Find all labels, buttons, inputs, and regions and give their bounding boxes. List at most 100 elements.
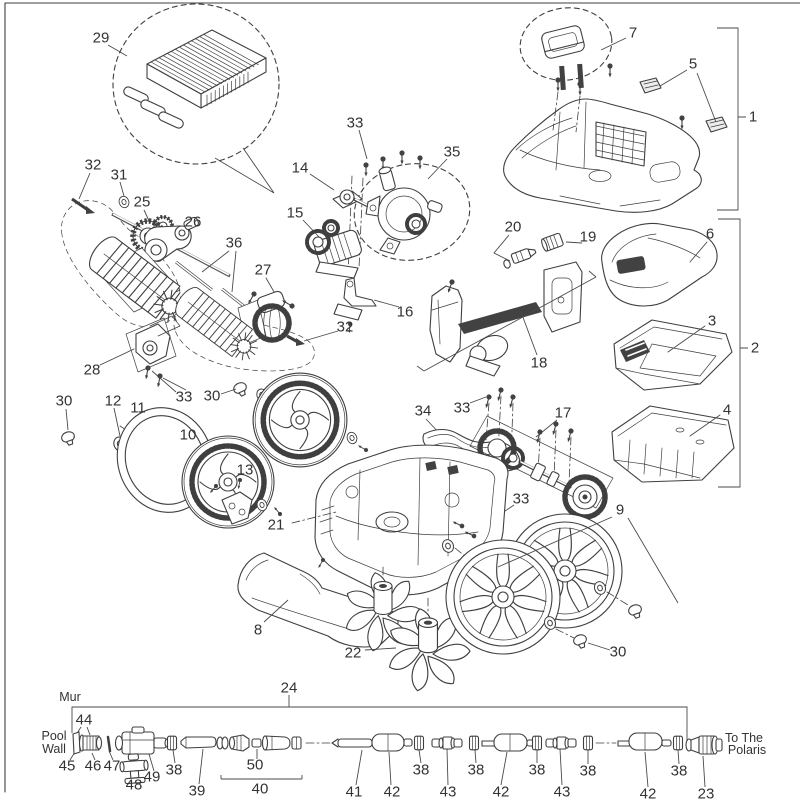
part-label-4: 4 [723,402,731,419]
part-label-29: 29 [93,30,110,47]
connector-19 [541,232,564,252]
wall-plate-45 [72,731,81,755]
part-label-25: 25 [134,194,151,211]
bearing-mount-14 [332,189,363,209]
part-label-2: 2 [751,340,759,357]
bracket-40 [220,775,303,780]
part-label-33-d: 33 [513,491,530,508]
valve-48 [119,753,149,785]
part-label-32-a: 32 [85,157,102,174]
bracket-2 [718,218,748,488]
swivel-43-a [431,736,463,750]
part-label-34: 34 [415,403,432,420]
part-label-30-b: 30 [204,388,221,405]
heat-sink-bubble-29 [107,3,280,194]
insert-50 [251,738,262,748]
part-label-13: 13 [237,462,254,479]
part-label-42-b: 42 [493,784,510,800]
part-label-15: 15 [287,205,304,222]
float-42-b [481,733,535,752]
part-label-38-b: 38 [413,762,430,779]
bracket-1 [717,27,746,211]
tension-arm-26 [144,216,200,263]
dashed-group-32-left [61,200,181,328]
part-label-12: 12 [105,393,122,410]
part-label-6: 6 [706,226,714,243]
part-label-42-a: 42 [384,784,401,800]
part-label-16: 16 [397,304,414,321]
part-label-33-c: 33 [454,400,471,417]
washer-31 [117,194,131,210]
part-label-7: 7 [629,25,637,42]
part-label-38-d: 38 [529,762,546,779]
motor-15 [305,219,362,279]
part-label-39: 39 [189,783,206,800]
group-9-lines [497,516,679,604]
part-label-5: 5 [689,56,697,73]
part-label-38-f: 38 [671,763,688,780]
pin-47 [106,735,112,753]
left-wheel-group [59,373,370,528]
pump-assembly-35 [365,166,443,255]
gear-train-group [61,172,339,403]
part-labels: 1234567891011121314151617181920212223242… [41,25,766,800]
top-cover-6 [601,222,718,307]
swivel-43-b [545,736,577,750]
frame-18 [429,261,583,377]
rear-wheel-9-a [445,539,561,655]
part-label-8: 8 [254,622,262,639]
body-shell-group [503,7,746,213]
part-label-19: 19 [580,229,597,246]
pin-32 [71,197,89,212]
part-label-38-a: 38 [166,762,183,779]
handle-pin [559,65,566,91]
center-group [291,386,614,596]
bottom-group [237,513,679,692]
pump-group [302,129,471,334]
annotation-pool-wall-2: Wall [42,742,66,756]
group-40-fittings [216,734,302,752]
part-label-17: 17 [555,405,572,422]
body-shell [503,98,702,213]
latch-clip-5 [639,77,728,133]
part-label-32-b: 32 [337,319,354,336]
part-label-33-b: 33 [176,389,193,406]
part-label-33-a: 33 [347,115,364,132]
feed-parts-group [416,232,597,377]
polaris-badge [616,256,646,274]
part-label-22: 22 [345,645,362,662]
chassis-21 [314,444,509,596]
part-label-45: 45 [59,758,76,775]
part-label-49: 49 [144,769,161,786]
part-label-3: 3 [708,313,716,330]
hose-assembly-group [69,695,723,788]
part-label-47: 47 [104,758,121,775]
gearbox-17-outline [469,415,614,509]
bracket-13 [208,477,253,525]
part-label-38-c: 38 [468,762,485,779]
part-label-31: 31 [111,167,128,184]
part-label-46: 46 [85,758,102,775]
part-label-26: 26 [185,214,202,231]
bracket-16 [333,277,377,334]
part-label-10: 10 [180,427,197,444]
drive-wheel-rear [253,373,347,467]
part-label-48: 48 [126,777,143,794]
part-label-21: 21 [268,517,285,534]
part-label-20: 20 [505,219,522,236]
part-label-24: 24 [281,680,298,697]
part-label-30-c: 30 [610,644,627,661]
annotation-mur: Mur [59,690,81,704]
part-label-43-b: 43 [554,784,571,800]
part-label-27: 27 [255,262,272,279]
part-label-18: 18 [531,355,548,372]
dashed-group-35 [353,163,471,261]
annotation-pool-wall-1: Pool [41,729,66,743]
filter-tray-3 [613,319,733,391]
part-label-42-c: 42 [640,786,657,800]
part-label-30-a: 30 [56,393,73,410]
bracket-24 [71,695,688,742]
tube-39 [180,736,217,749]
annotation-to-the-polaris-2: Polaris [728,743,766,757]
